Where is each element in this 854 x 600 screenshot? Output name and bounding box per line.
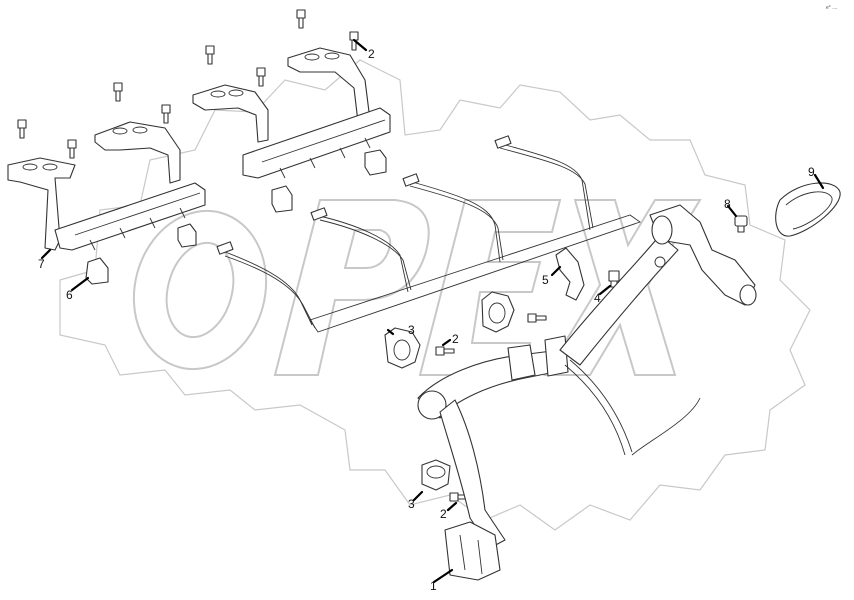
leader-lines (40, 38, 825, 584)
screw-icon (256, 67, 266, 87)
screw-icon (161, 104, 171, 124)
screw-icon (17, 119, 27, 139)
connector-icon (494, 135, 512, 149)
screw-icon (113, 82, 123, 102)
screw-icon (435, 346, 455, 356)
sensor-housing (444, 521, 501, 581)
screws (17, 9, 620, 502)
callout-2: 2 (452, 332, 459, 346)
pipe-assembly (417, 204, 757, 549)
screw-icon (527, 313, 547, 323)
screw-icon (205, 45, 215, 65)
callout-1: 1 (430, 579, 437, 593)
callout-7: 7 (38, 257, 45, 271)
connector-icon (402, 173, 420, 187)
callouts: 1 2 2 2 3 3 4 5 6 7 8 9 (38, 47, 815, 593)
callout-6: 6 (66, 288, 73, 302)
fitting-icon (734, 215, 748, 233)
opex-watermark-logo (59, 59, 811, 531)
callout-8: 8 (724, 197, 731, 211)
callout-4: 4 (594, 291, 601, 305)
clips (85, 149, 387, 285)
connector-icon (310, 207, 328, 221)
screw-icon (296, 9, 306, 29)
rail-bracket-right (192, 47, 391, 179)
rail-bracket-left (7, 121, 206, 251)
callout-2: 2 (368, 47, 375, 61)
callout-3: 3 (408, 323, 415, 337)
callout-3: 3 (408, 497, 415, 511)
callout-2: 2 (440, 507, 447, 521)
callout-9: 9 (808, 165, 815, 179)
wiring-harness (216, 135, 641, 333)
connector-icon (216, 241, 234, 255)
corner-mark: e* .... (826, 5, 838, 11)
gear-outline (59, 59, 811, 531)
p-clamps (384, 247, 585, 491)
seal-ring (775, 182, 841, 237)
screw-icon (67, 139, 77, 159)
callout-5: 5 (542, 273, 549, 287)
